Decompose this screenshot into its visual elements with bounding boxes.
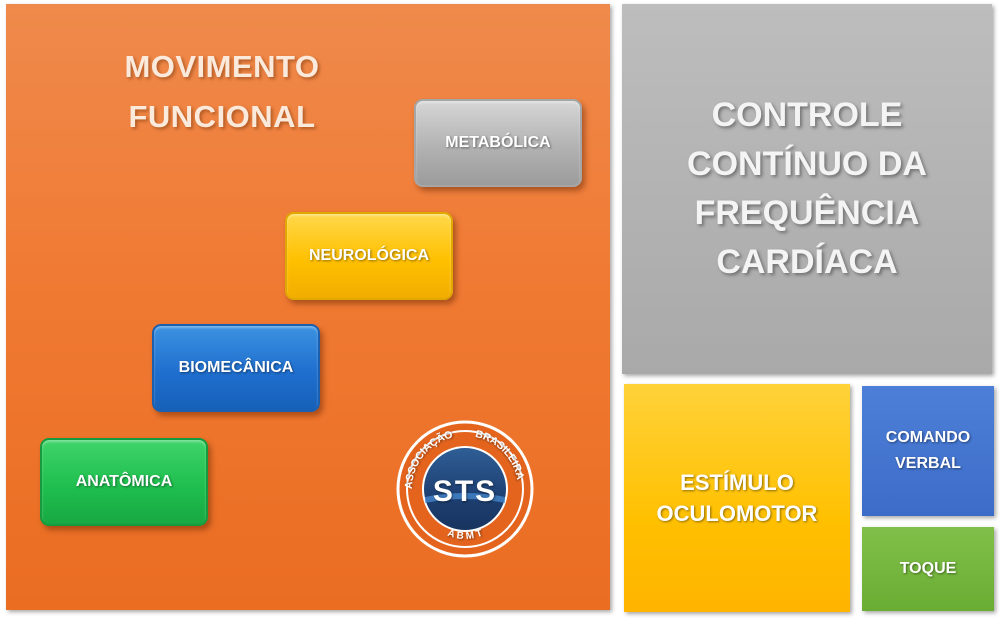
step-neurologica-label: NEUROLÓGICA — [309, 247, 429, 264]
step-neurologica: NEUROLÓGICA — [285, 212, 453, 300]
toque-panel: TOQUE — [862, 527, 994, 611]
step-biomecanica: BIOMECÂNICA — [152, 324, 320, 412]
logo-inner-ring — [406, 430, 524, 548]
main-title-line-1: MOVIMENTO — [124, 49, 320, 84]
comando-text: COMANDO VERBAL — [886, 425, 970, 477]
logo-disc — [422, 446, 508, 532]
comando-line-2: VERBAL — [895, 455, 961, 472]
step-biomecanica-label: BIOMECÂNICA — [178, 359, 294, 376]
sts-logo: STS ASSOCIAÇÃO BRASILEIRA A B M T — [396, 420, 534, 558]
controle-frequencia-panel: CONTROLE CONTÍNUO DA FREQUÊNCIA CARDÍACA — [622, 4, 992, 374]
toque-label: TOQUE — [899, 560, 957, 577]
movimento-funcional-panel: MOVIMENTO FUNCIONAL METABÓLICA NEUROLÓGI… — [6, 4, 610, 610]
logo-sts-text: STS — [433, 475, 497, 508]
step-anatomica: ANATÔMICA — [40, 438, 208, 526]
controle-line-1: CONTROLE — [711, 96, 903, 134]
estimulo-text: ESTÍMULO OCULOMOTOR — [657, 467, 818, 529]
comando-line-1: COMANDO — [885, 429, 971, 446]
svg-text:A B M T: A B M T — [446, 528, 484, 542]
controle-text: CONTROLE CONTÍNUO DA FREQUÊNCIA CARDÍACA — [687, 91, 927, 287]
main-title-line-2: FUNCIONAL — [128, 99, 316, 134]
controle-line-3: FREQUÊNCIA — [694, 194, 920, 232]
estimulo-line-1: ESTÍMULO — [680, 470, 794, 495]
step-anatomica-label: ANATÔMICA — [75, 473, 173, 490]
controle-line-2: CONTÍNUO DA — [687, 145, 927, 183]
logo-arc-bottom: A B M T — [446, 528, 484, 542]
estimulo-line-2: OCULOMOTOR — [656, 501, 818, 526]
comando-verbal-panel: COMANDO VERBAL — [862, 386, 994, 516]
step-metabolica: METABÓLICA — [414, 99, 582, 187]
logo-wave — [425, 493, 505, 503]
step-metabolica-label: METABÓLICA — [445, 134, 551, 151]
main-title: MOVIMENTO FUNCIONAL — [72, 42, 372, 142]
controle-line-4: CARDÍACA — [716, 243, 898, 281]
estimulo-oculomotor-panel: ESTÍMULO OCULOMOTOR — [624, 384, 850, 612]
